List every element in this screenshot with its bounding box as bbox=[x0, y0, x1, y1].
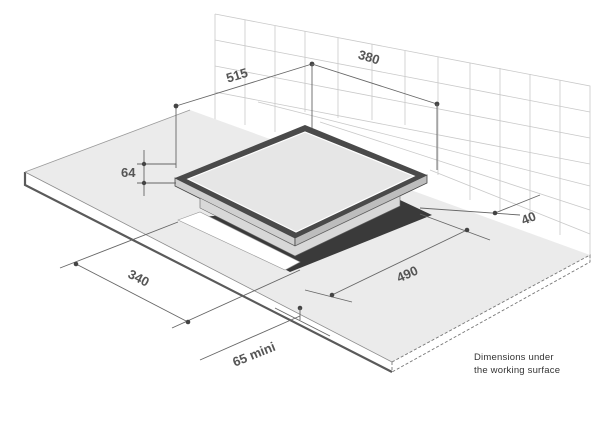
dimension-490 bbox=[304, 213, 491, 303]
dimension-64 bbox=[137, 150, 176, 196]
note-line-1: Dimensions under bbox=[474, 352, 554, 363]
countertop-edge bbox=[23, 109, 393, 373]
note-line-2: the working surface bbox=[474, 365, 560, 376]
cutout-edge bbox=[177, 211, 301, 271]
dimension-340 bbox=[59, 221, 301, 329]
dimension-515 bbox=[173, 61, 315, 168]
hob-glass bbox=[186, 131, 416, 233]
dimension-65-mini bbox=[199, 305, 331, 361]
label-64: 64 bbox=[121, 165, 136, 180]
hob bbox=[174, 125, 428, 257]
wall-tiles bbox=[214, 13, 591, 260]
countertop-hidden-edges bbox=[391, 254, 591, 373]
label-40: 40 bbox=[519, 208, 538, 227]
label-340: 340 bbox=[126, 266, 152, 289]
dimension-380 bbox=[311, 63, 440, 170]
label-515: 515 bbox=[224, 65, 249, 86]
label-380: 380 bbox=[356, 47, 381, 68]
dimension-40 bbox=[419, 194, 541, 216]
